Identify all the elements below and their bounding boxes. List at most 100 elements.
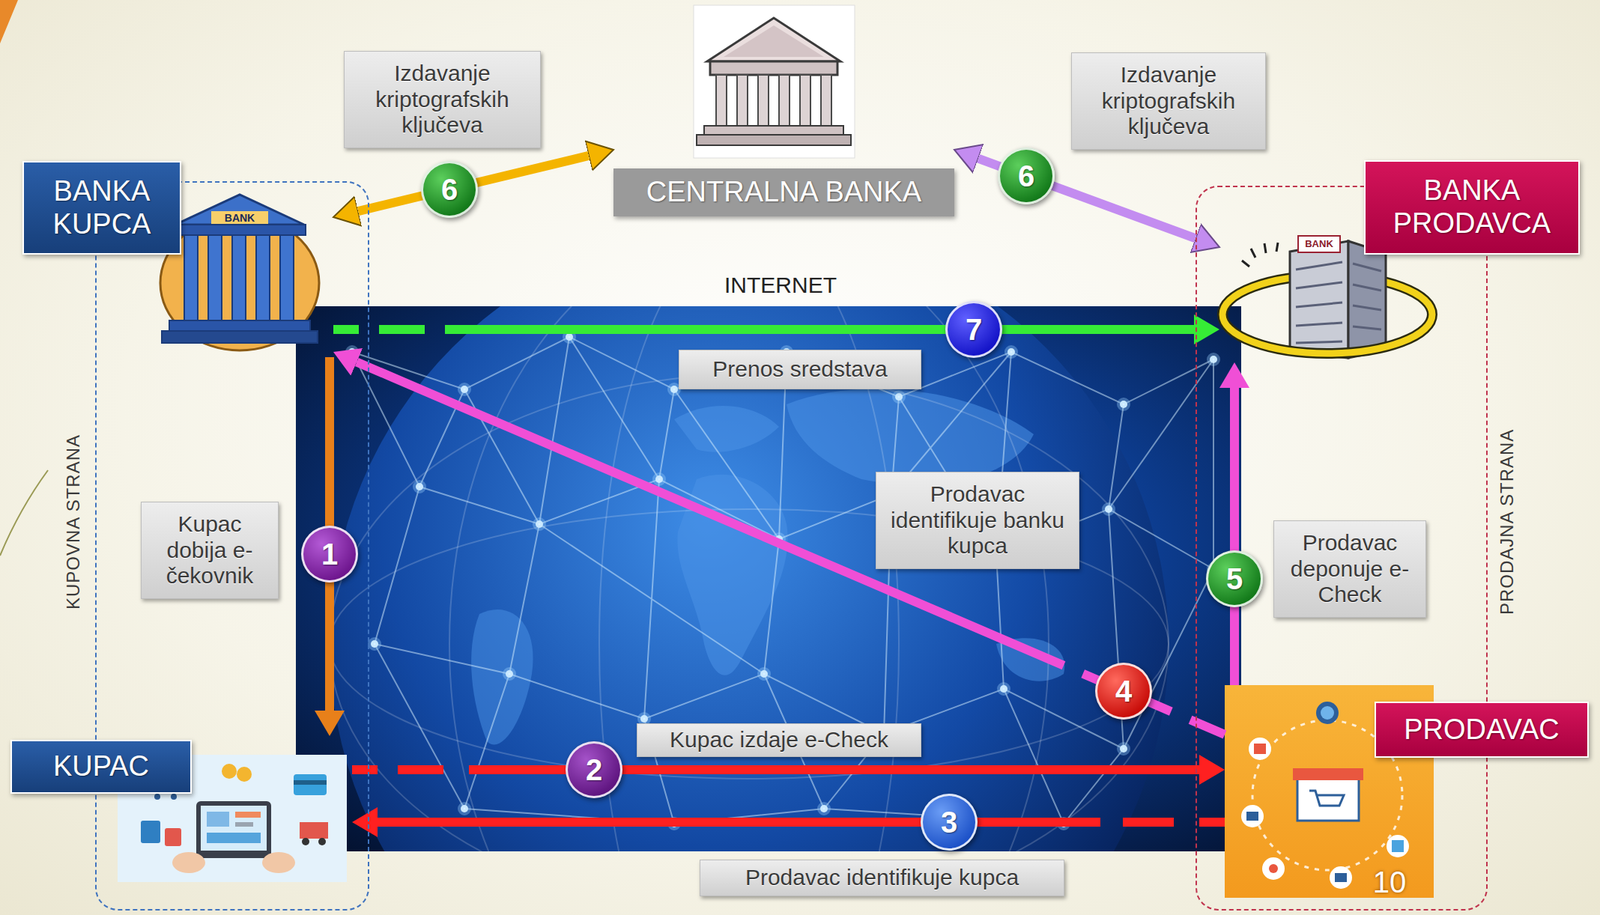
buyer-illustration <box>299 822 329 839</box>
side-label: PRODAJNA STRANA <box>1496 429 1518 615</box>
node-title: CENTRALNA BANKA <box>613 168 955 217</box>
side-label: KUPOVNA STRANA <box>62 434 84 610</box>
buyer-illustration <box>236 767 252 783</box>
buyer-illustration <box>262 852 296 874</box>
label-slot: Kupac izdaje e-Check <box>636 723 922 758</box>
buyer-illustration <box>200 805 267 851</box>
node-title: BANKA KUPCA <box>22 161 182 255</box>
globe-illustration <box>348 348 356 356</box>
icon-text: BANK <box>224 211 255 224</box>
seller-node: PRODAVAC <box>1224 685 1589 899</box>
flow-arrow <box>377 817 1225 827</box>
globe-illustration <box>1000 685 1008 693</box>
label-slot: BANK <box>1304 238 1334 251</box>
seller-illustration <box>1292 768 1364 781</box>
buyer-illustration <box>154 794 161 800</box>
seller-illustration <box>1386 835 1409 858</box>
seller-bank-icon <box>1348 241 1386 359</box>
globe-illustration <box>415 483 424 491</box>
central-bank-icon <box>707 17 841 62</box>
globe-illustration <box>640 715 648 723</box>
page-number: 10 <box>1373 865 1407 900</box>
globe-illustration <box>1119 745 1128 753</box>
buyer-bank-icon <box>173 224 306 236</box>
seller-illustration <box>1297 779 1359 821</box>
callout-number: 4 <box>1095 662 1153 720</box>
globe-illustration <box>655 475 663 484</box>
node-title: KUPAC <box>10 740 192 795</box>
icon-text: BANK <box>1304 238 1334 251</box>
label-slot: 1 <box>301 525 359 583</box>
buyer-bank-icon <box>160 215 320 351</box>
globe-illustration <box>1007 348 1015 356</box>
seller-illustration <box>1241 805 1264 828</box>
callout-number: 1 <box>301 525 359 583</box>
seller-illustration <box>1320 706 1335 720</box>
callout-number: 6 <box>420 161 478 218</box>
buyer-bank-icon <box>160 194 320 351</box>
central-bank-icon <box>693 5 855 159</box>
buyer-bank-icon <box>280 235 294 321</box>
seller-illustration <box>1268 864 1278 874</box>
seller-illustration <box>1262 857 1285 881</box>
globe-illustration <box>1119 400 1128 409</box>
buyer-bank-icon <box>208 235 222 321</box>
seller-illustration <box>1246 811 1259 821</box>
callout-number: 7 <box>945 301 1003 359</box>
step-label: Izdavanje kriptografskih ključeva <box>343 50 541 149</box>
central-bank-icon <box>710 61 838 75</box>
seller-illustration <box>1309 791 1344 806</box>
seller-bank-icon <box>1289 241 1349 359</box>
globe-illustration <box>460 805 469 813</box>
buyer-bank-icon <box>232 235 246 321</box>
label-slot: Kupac dobija e-čekovnik <box>140 501 279 600</box>
step-label: Prodavac identifikuje kupca <box>699 859 1065 897</box>
seller-illustration <box>1329 866 1353 890</box>
label-slot: Izdavanje kriptografskih ključeva <box>343 50 541 149</box>
globe-illustration <box>820 805 828 813</box>
flow-arrow <box>356 361 1225 735</box>
buyer-bank-icon <box>256 235 270 321</box>
seller-bank-icon <box>1222 314 1433 354</box>
label-slot: Prodavac identifikuje kupca <box>699 859 1065 897</box>
label-slot: 2 <box>565 741 623 799</box>
page-corner <box>0 0 48 556</box>
buyer-illustration <box>206 811 230 827</box>
label-slot: Izdavanje kriptografskih ključeva <box>1071 52 1266 150</box>
central-bank-icon <box>737 74 748 126</box>
step-label: Kupac dobija e-čekovnik <box>140 501 279 600</box>
buyer-illustration <box>293 774 327 796</box>
central-bank-icon <box>696 134 851 146</box>
central-bank-icon <box>779 74 790 126</box>
central-bank-node: CENTRALNA BANKA <box>613 5 955 217</box>
flow-arrow <box>333 325 1195 335</box>
label-slot: 10 <box>1373 865 1407 900</box>
seller-illustration <box>1253 743 1266 755</box>
buyer-illustration <box>164 828 182 847</box>
buyer-bank-node: BANKA KUPCA <box>22 161 334 358</box>
globe-illustration <box>348 333 1218 828</box>
globe-illustration <box>565 333 574 341</box>
seller-illustration <box>1391 840 1404 853</box>
seller-bank-icon <box>1222 314 1433 354</box>
label-slot: 3 <box>920 794 978 851</box>
buyer-illustration <box>318 838 326 846</box>
callout-number: 3 <box>920 794 978 851</box>
buyer-bank-icon <box>184 235 294 321</box>
label-slot: INTERNET <box>724 272 837 299</box>
step-label: Izdavanje kriptografskih ključeva <box>1071 52 1266 150</box>
flow-arrow <box>352 765 1200 775</box>
globe-illustration <box>760 670 768 678</box>
buyer-bank-icon <box>211 211 269 225</box>
callout-number: 5 <box>1205 550 1263 608</box>
seller-illustration <box>1248 737 1272 761</box>
page-corner <box>0 470 48 556</box>
buyer-illustration <box>172 852 206 874</box>
central-bank-icon <box>716 74 832 126</box>
buyer-bank-icon <box>184 235 198 321</box>
label-slot: BANK <box>224 211 255 224</box>
central-bank-icon <box>820 74 832 126</box>
central-bank-icon <box>716 74 727 126</box>
